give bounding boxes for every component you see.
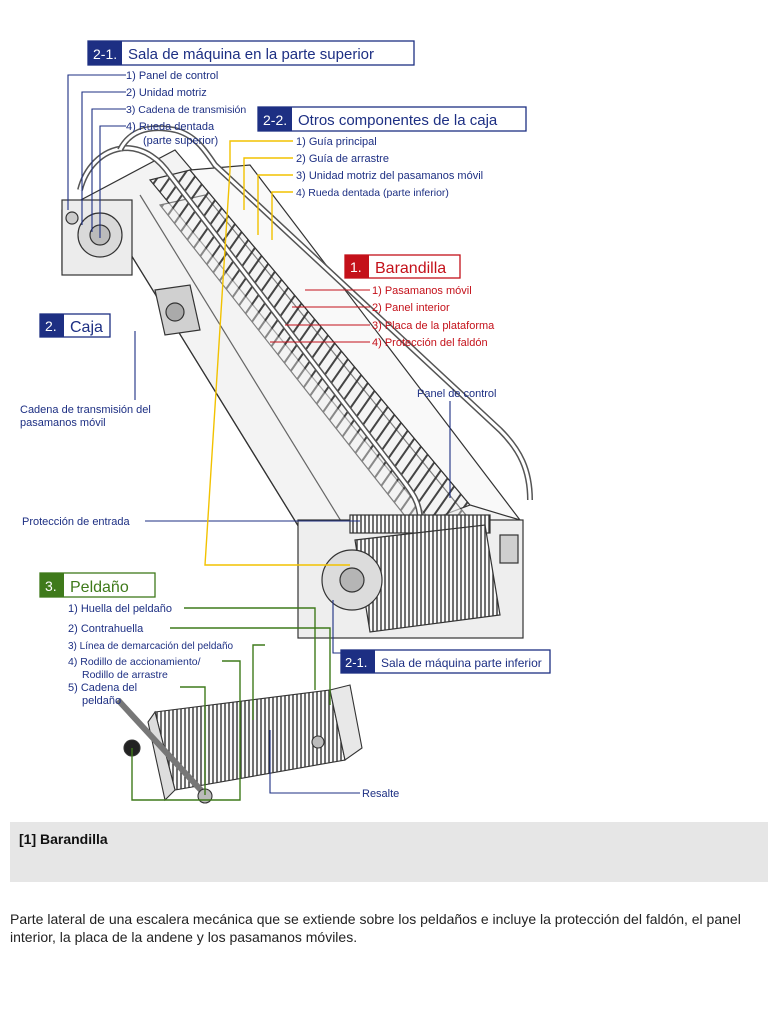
sec3-item-5b: peldaño xyxy=(82,695,121,707)
step-illustration xyxy=(115,684,363,804)
sec21-top-num: 2-1. xyxy=(93,46,117,62)
sec3-item-4: 4) Rodillo de accionamiento/ xyxy=(68,656,201,668)
sec3-num: 3. xyxy=(45,578,57,594)
cadena-label-1: Cadena de transmisión del xyxy=(20,404,151,416)
sec1-title: Barandilla xyxy=(375,260,446,277)
label-machine-room-top: 2-1. Sala de máquina en la parte superio… xyxy=(87,40,415,147)
section-title: [1] Barandilla xyxy=(19,831,108,847)
section-paragraph: Parte lateral de una escalera mecánica q… xyxy=(10,911,741,945)
sec21-bottom-title: Sala de máquina parte inferior xyxy=(381,656,542,670)
leader-lines-yellow xyxy=(204,140,350,566)
sec22-num: 2-2. xyxy=(263,112,287,128)
escalator-diagram: 2-1. Sala de máquina en la parte superio… xyxy=(20,40,551,804)
sec3-item-1: 1) Huella del peldaño xyxy=(68,603,172,615)
step-chain xyxy=(115,697,213,803)
proteccion-entrada-label: Protección de entrada xyxy=(22,516,131,528)
sec3-item-3: 3) Línea de demarcación del peldaño xyxy=(68,641,234,652)
sec3-item-4b: Rodillo de arrastre xyxy=(82,669,168,681)
sec22-item-1: 1) Guía principal xyxy=(296,136,377,148)
section-header-bar: [1] Barandilla xyxy=(10,822,768,882)
sec1-num: 1. xyxy=(350,259,362,275)
label-caja: 2. Caja xyxy=(39,313,111,338)
sec22-item-4: 4) Rueda dentada (parte inferior) xyxy=(296,187,449,199)
sec21-top-item-4: 4) Rueda dentada xyxy=(126,121,215,133)
leader-lines-green xyxy=(131,607,331,801)
leader-lines-red xyxy=(270,289,370,343)
sec3-title: Peldaño xyxy=(70,579,129,596)
sec21-top-item-1: 1) Panel de control xyxy=(126,70,218,82)
sec21-bottom-num: 2-1. xyxy=(345,655,367,670)
sec3-item-2: 2) Contrahuella xyxy=(68,623,144,635)
sec3-item-5: 5) Cadena del xyxy=(68,682,137,694)
sec21-top-item-3: 3) Cadena de transmisión xyxy=(126,104,246,116)
sec21-top-item-4b: (parte superior) xyxy=(143,135,218,147)
label-peldano: 3. Peldaño 1) Huella del peldaño 2) Cont… xyxy=(39,572,234,707)
escalator-illustration xyxy=(61,125,533,639)
sec1-item-2: 2) Panel interior xyxy=(372,302,450,314)
cadena-label-2: pasamanos móvil xyxy=(20,417,106,429)
leader-lines-blue xyxy=(67,74,451,794)
sec22-title: Otros componentes de la caja xyxy=(298,112,498,129)
panel-control-label: Panel de control xyxy=(417,388,497,400)
sec1-item-1: 1) Pasamanos móvil xyxy=(372,285,472,297)
resalte-label: Resalte xyxy=(362,788,399,800)
sec21-top-title: Sala de máquina en la parte superior xyxy=(128,46,374,63)
label-other-components: 2-2. Otros componentes de la caja 1) Guí… xyxy=(257,106,527,199)
label-machine-room-bottom: 2-1. Sala de máquina parte inferior xyxy=(340,649,551,674)
sec21-top-item-2: 2) Unidad motriz xyxy=(126,87,207,99)
sec22-item-2: 2) Guía de arrastre xyxy=(296,153,389,165)
sec2-title: Caja xyxy=(70,319,103,336)
sec2-num: 2. xyxy=(45,318,57,334)
sec22-item-3: 3) Unidad motriz del pasamanos móvil xyxy=(296,170,483,182)
sec1-item-3: 3) Placa de la plataforma xyxy=(372,320,495,332)
sec1-item-4: 4) Protección del faldón xyxy=(372,337,488,349)
label-barandilla: 1. Barandilla 1) Pasamanos móvil 2) Pane… xyxy=(344,254,495,349)
